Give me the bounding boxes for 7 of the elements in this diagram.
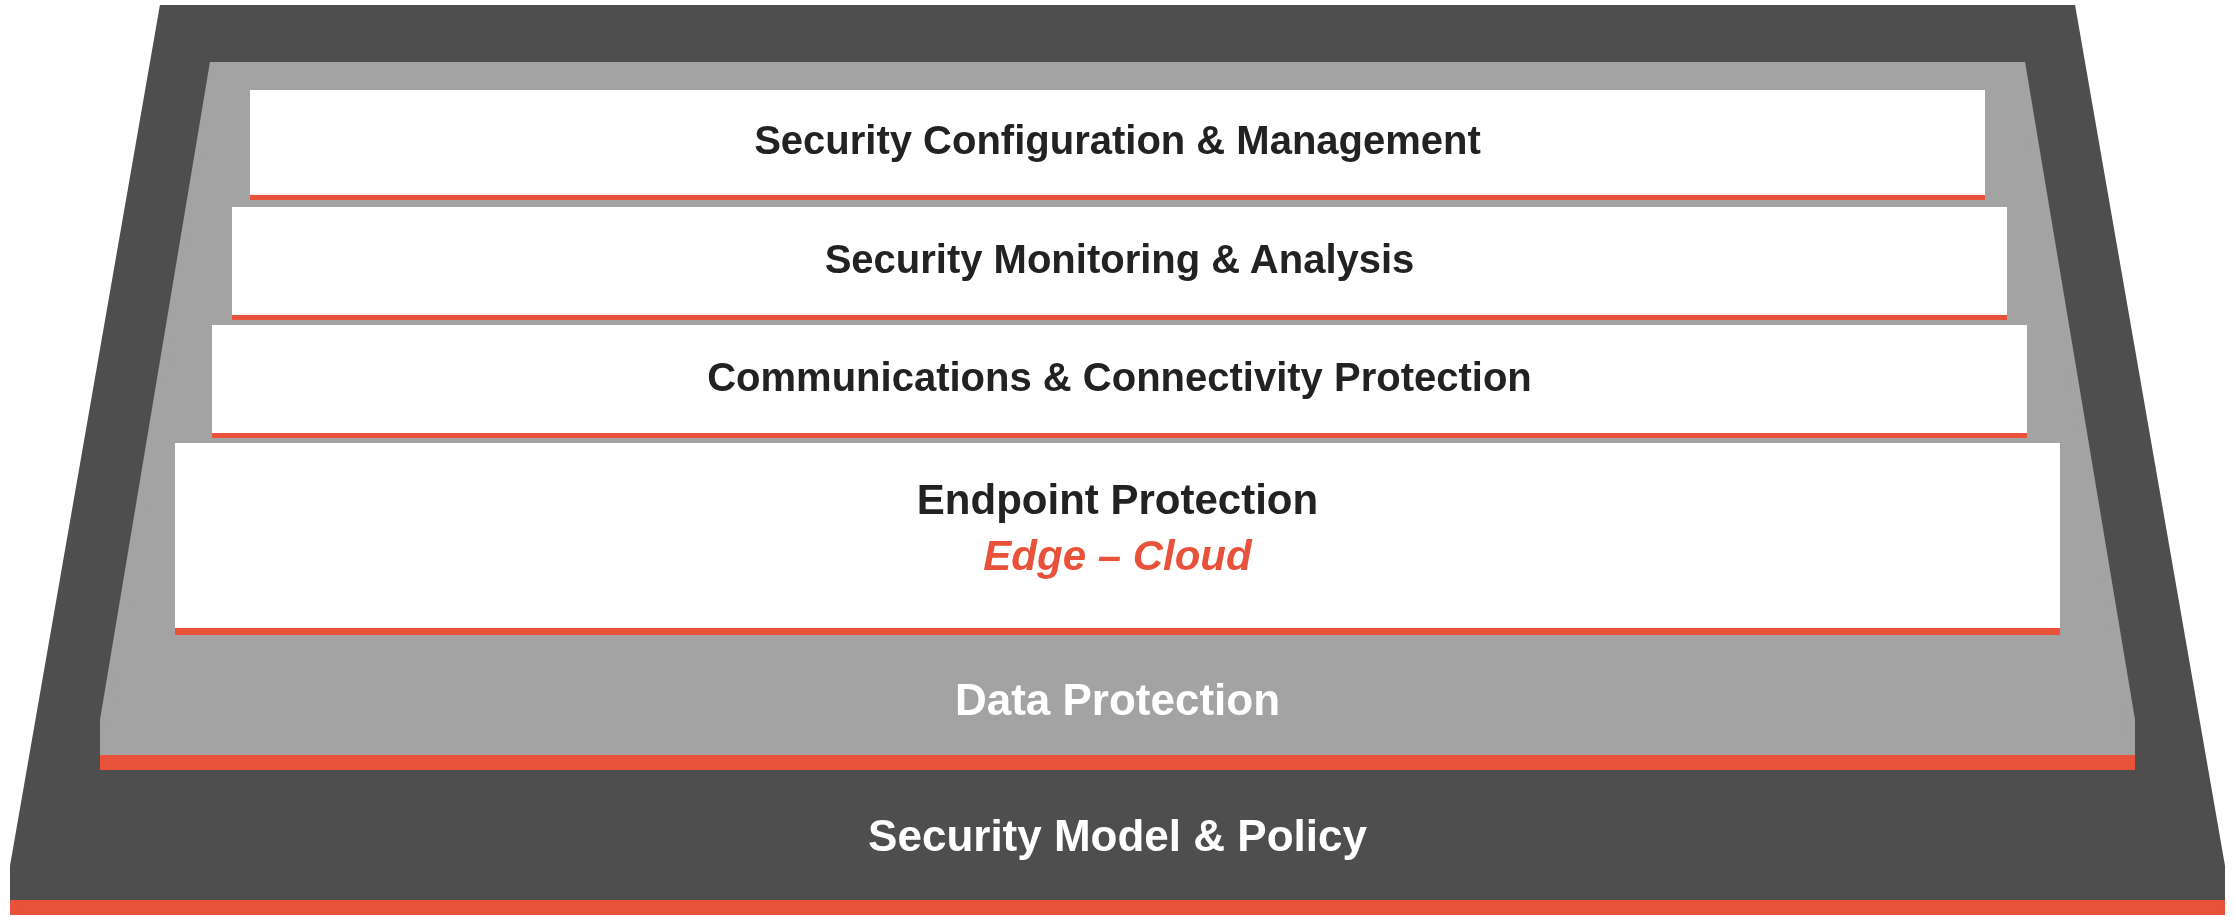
layer-subtitle: Edge – Cloud: [983, 530, 1252, 581]
layer-title: Security Configuration & Management: [754, 117, 1481, 164]
layer-title: Security Model & Policy: [868, 809, 1367, 862]
layer-title: Security Monitoring & Analysis: [824, 236, 1415, 283]
layer-title: Communications & Connectivity Protection: [707, 354, 1532, 401]
layer-title: Endpoint Protection: [916, 474, 1319, 525]
layer-title: Data Protection: [954, 673, 1281, 726]
